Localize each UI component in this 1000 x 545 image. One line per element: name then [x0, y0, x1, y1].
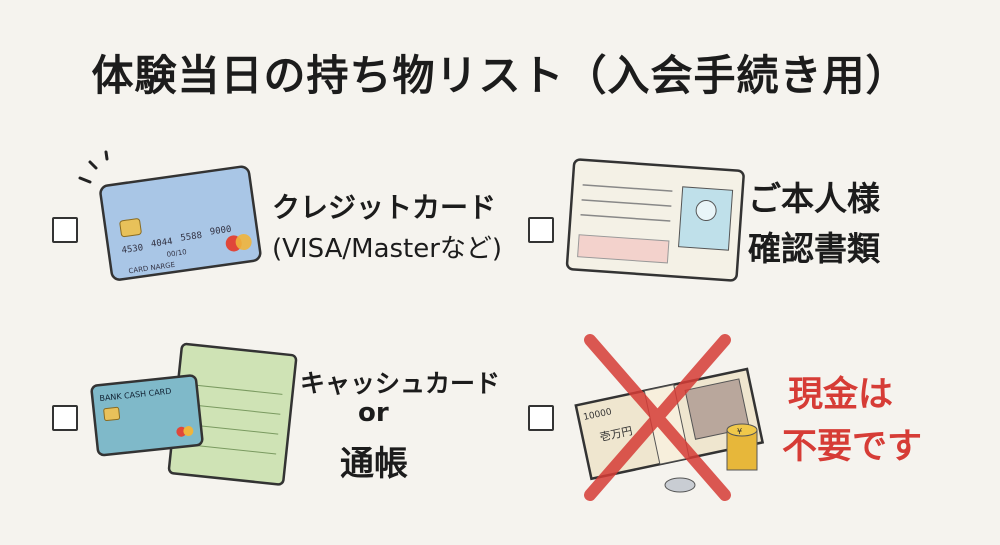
card-number: 5588: [180, 231, 203, 244]
card-expiry: 00/10: [166, 248, 187, 259]
card-number: 4044: [150, 237, 173, 250]
card-number: 4530: [121, 243, 144, 256]
item-label-cash-line1: 現金は: [788, 375, 894, 415]
coin-yen-symbol: ¥: [737, 427, 742, 436]
page-title: 体験当日の持ち物リスト（入会手続き用）: [91, 51, 909, 100]
checkbox-cash[interactable]: [528, 405, 554, 431]
sparkle-lines: [78, 150, 109, 184]
cash-illustration: 10000 壱万円 ¥: [574, 334, 765, 501]
cash-card-passbook-illustration: BANK CASH CARD: [90, 342, 298, 486]
item-label-passbook: 通帳: [340, 444, 408, 484]
item-sublabel-credit-card: (VISA/Masterなど): [272, 234, 503, 264]
id-card-illustration: [565, 158, 745, 282]
item-connector-or: or: [358, 398, 389, 428]
checkbox-credit-card[interactable]: [52, 217, 78, 243]
item-label-credit-card: クレジットカード: [272, 191, 497, 224]
checkbox-id-documents[interactable]: [528, 217, 554, 243]
checkbox-cash-card[interactable]: [52, 405, 78, 431]
coin-stack: ¥: [664, 423, 758, 493]
item-label-id-line2: 確認書類: [748, 229, 880, 268]
card-number: 9000: [209, 225, 232, 238]
credit-card-illustration: 4530 4044 5588 9000 00/10 CARD NARGE: [78, 150, 262, 281]
banknote-label: 壱万円: [598, 423, 633, 444]
item-label-cash-card: キャッシュカード: [300, 369, 501, 398]
cross-out-x-icon: [584, 334, 731, 501]
item-label-cash-line2: 不要です: [782, 427, 923, 467]
item-label-id-line1: ご本人様: [748, 179, 880, 218]
chip-icon: [119, 218, 142, 238]
